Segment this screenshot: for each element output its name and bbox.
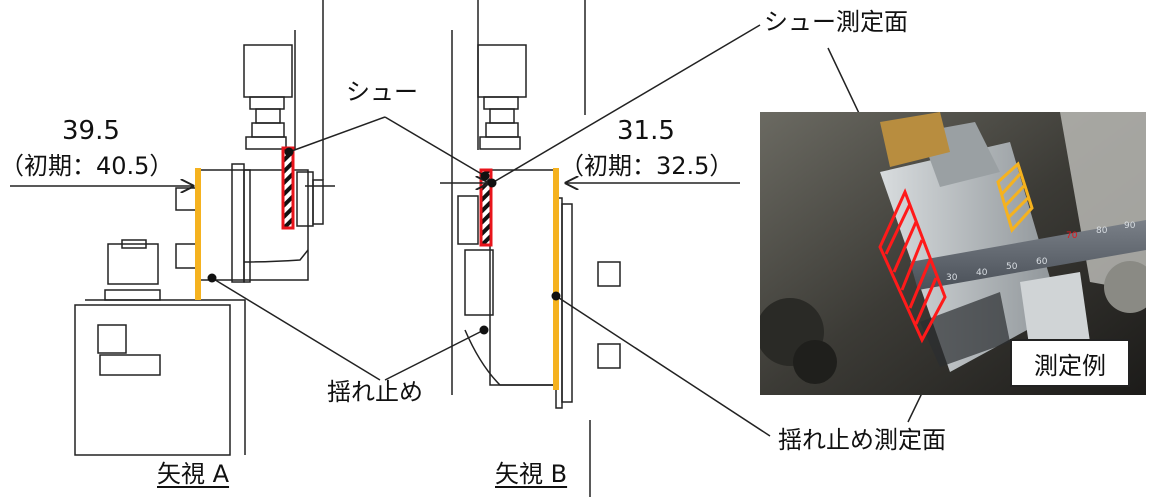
view-a-shoe-surface bbox=[281, 146, 295, 230]
ruler-mark: 50 bbox=[1006, 262, 1018, 272]
view-b-sway-stopper-surface bbox=[553, 168, 559, 390]
view-b-dimension-value: 31.5 bbox=[617, 116, 675, 146]
ruler-mark: 80 bbox=[1096, 226, 1108, 236]
leader-lines bbox=[211, 24, 771, 437]
leader-dots bbox=[207, 147, 561, 335]
ruler bbox=[910, 220, 1146, 290]
shoe-measure-surface-label: シュー測定面 bbox=[764, 8, 908, 36]
photo-shoe-surface bbox=[878, 188, 947, 344]
ruler-mark: 90 bbox=[1124, 221, 1136, 231]
view-a-initial-value: （初期：40.5） bbox=[0, 152, 174, 180]
view-a-dimension-value: 39.5 bbox=[62, 116, 120, 146]
ruler-mark: 30 bbox=[946, 273, 958, 283]
measurement-example-label: 測定例 bbox=[1010, 339, 1130, 387]
view-b-drawing bbox=[451, 0, 621, 497]
view-b-shoe-surface bbox=[479, 168, 493, 247]
photo-sway-stopper-surface bbox=[996, 161, 1034, 233]
view-b-initial-value: （初期：32.5） bbox=[560, 152, 734, 180]
measurement-example-photo: 30 40 50 60 70 80 90 測定例 bbox=[760, 112, 1146, 395]
view-b-caption: 矢視 B bbox=[495, 460, 568, 488]
ruler-mark: 60 bbox=[1036, 257, 1048, 267]
view-a-drawing bbox=[74, 0, 324, 456]
view-a-sway-stopper-surface bbox=[195, 168, 201, 300]
shoe-label: シュー bbox=[346, 78, 418, 106]
view-a-caption: 矢視 A bbox=[157, 460, 230, 488]
sway-stopper-label: 揺れ止め bbox=[327, 378, 423, 406]
ruler-mark: 40 bbox=[976, 268, 988, 278]
ruler-mark: 70 bbox=[1066, 231, 1078, 241]
sway-stopper-measure-surface-label: 揺れ止め測定面 bbox=[778, 426, 946, 454]
